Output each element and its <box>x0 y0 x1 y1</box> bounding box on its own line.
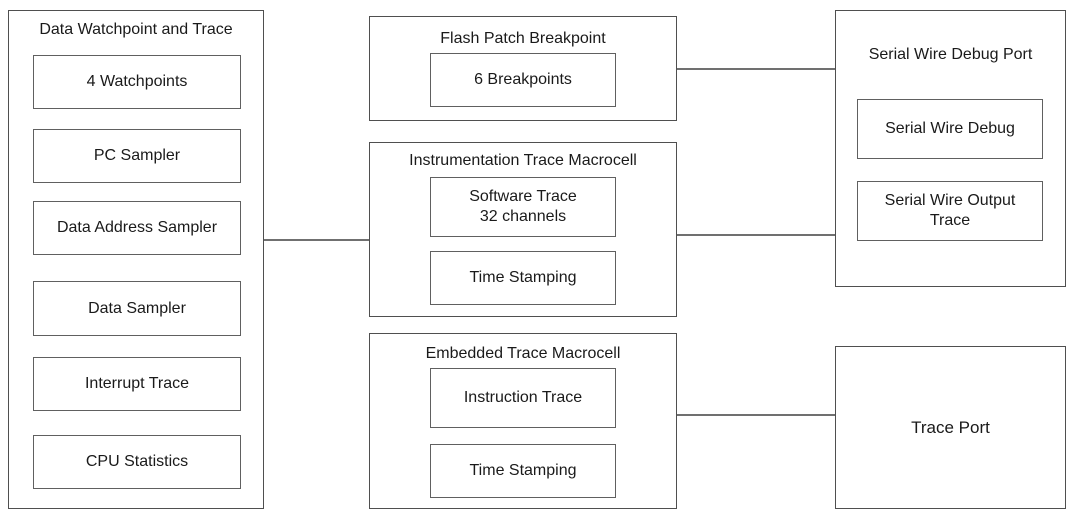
dwt-interrupt-trace-box: Interrupt Trace <box>33 357 241 411</box>
etm-instruction-trace-box: Instruction Trace <box>430 368 616 428</box>
connector-dwt-itm <box>264 239 369 241</box>
etm-block: Embedded Trace Macrocell Instruction Tra… <box>369 333 677 509</box>
fpb-block: Flash Patch Breakpoint 6 Breakpoints <box>369 16 677 121</box>
dwt-data-address-sampler-box: Data Address Sampler <box>33 201 241 255</box>
fpb-breakpoints-box: 6 Breakpoints <box>430 53 616 107</box>
dwt-data-sampler-label: Data Sampler <box>88 299 186 317</box>
itm-time-stamping-box: Time Stamping <box>430 251 616 305</box>
dwt-watchpoints-label: 4 Watchpoints <box>86 73 188 90</box>
swd-label: Serial Wire Debug <box>885 120 1015 137</box>
itm-title: Instrumentation Trace Macrocell <box>409 152 637 169</box>
etm-time-stamping-label: Time Stamping <box>469 462 577 479</box>
etm-time-stamping-box: Time Stamping <box>430 444 616 498</box>
itm-block: Instrumentation Trace Macrocell Software… <box>369 142 677 317</box>
dwt-data-sampler-box: Data Sampler <box>33 281 241 336</box>
dwt-title: Data Watchpoint and Trace <box>39 21 233 38</box>
etm-title: Embedded Trace Macrocell <box>425 345 621 362</box>
connector-etm-trace-port <box>677 414 835 416</box>
dwt-watchpoints-box: 4 Watchpoints <box>33 55 241 109</box>
trace-port-label: Trace Port <box>911 417 990 437</box>
swo-trace-box: Serial Wire Output Trace <box>857 181 1043 241</box>
itm-time-stamping-label: Time Stamping <box>469 269 577 286</box>
dwt-pc-sampler-box: PC Sampler <box>33 129 241 183</box>
swo-trace-label: Serial Wire Output Trace <box>884 192 1016 229</box>
fpb-breakpoints-label: 6 Breakpoints <box>474 71 572 88</box>
connector-fpb-swdp <box>677 68 835 70</box>
dwt-pc-sampler-label: PC Sampler <box>93 147 181 164</box>
connector-itm-swdp <box>677 234 835 236</box>
swdp-title: Serial Wire Debug Port <box>868 46 1033 63</box>
etm-instruction-trace-label: Instruction Trace <box>463 389 583 406</box>
dwt-interrupt-trace-label: Interrupt Trace <box>84 375 190 392</box>
swd-box: Serial Wire Debug <box>857 99 1043 159</box>
dwt-data-address-sampler-label: Data Address Sampler <box>56 219 218 236</box>
fpb-title: Flash Patch Breakpoint <box>440 30 606 47</box>
itm-software-trace-label: Software Trace 32 channels <box>469 188 577 225</box>
dwt-cpu-statistics-label: CPU Statistics <box>85 453 189 470</box>
swdp-block: Serial Wire Debug Port Serial Wire Debug… <box>835 10 1066 287</box>
trace-port-block: Trace Port <box>835 346 1066 509</box>
itm-software-trace-box: Software Trace 32 channels <box>430 177 616 237</box>
dwt-block: Data Watchpoint and Trace 4 Watchpoints … <box>8 10 264 509</box>
dwt-cpu-statistics-box: CPU Statistics <box>33 435 241 489</box>
